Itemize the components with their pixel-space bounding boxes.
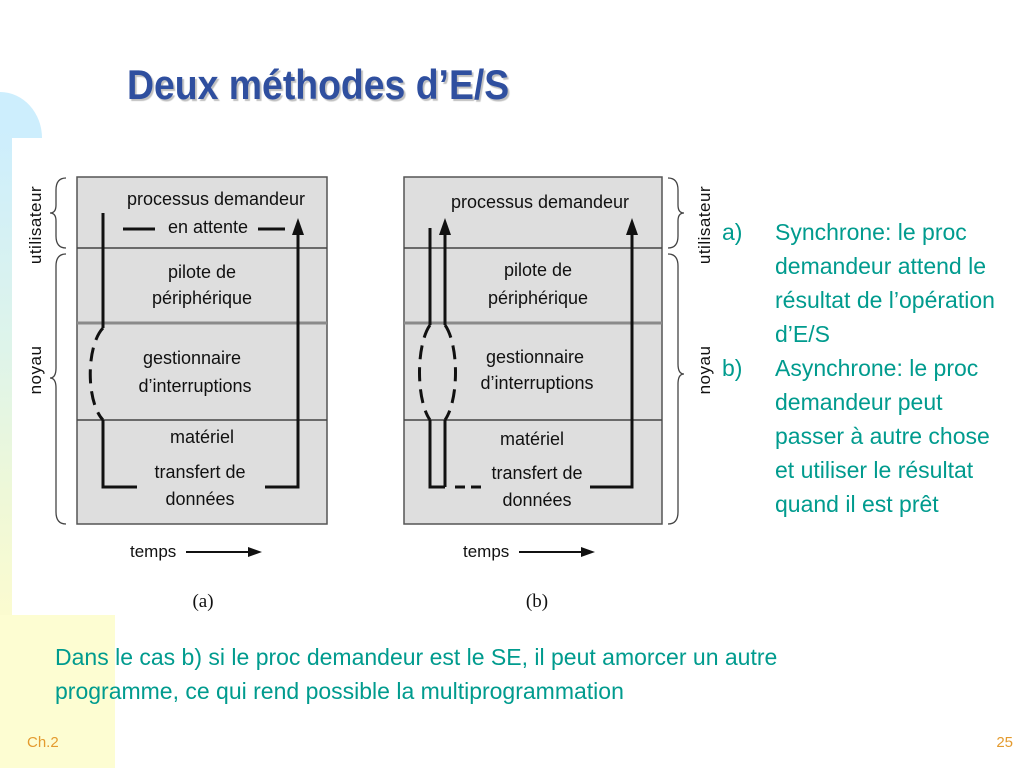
list-item-line: demandeur peut <box>775 389 943 415</box>
note-line: Dans le cas b) si le proc demandeur est … <box>55 644 778 670</box>
right-user-label: utilisateur <box>695 186 714 264</box>
diagram-b: processus demandeur pilote de périphériq… <box>403 176 663 612</box>
diagram-b-hardware-label: matériel <box>500 429 564 449</box>
list-item-line: résultat de l’opération <box>775 287 995 313</box>
list-item-line: passer à autre chose <box>775 423 990 449</box>
diagram-a-transfer-label-1: transfert de <box>154 462 245 482</box>
list-item-asynchronous: b) Asynchrone: le proc demandeur peut pa… <box>722 351 1014 521</box>
diagram-a-transfer-start-line <box>101 420 137 489</box>
slide-title: Deux méthodes d’E/S <box>127 61 510 108</box>
diagram-a-interrupt-dashed-path <box>88 326 105 422</box>
list-item-marker: a) <box>722 219 743 245</box>
diagram-b-caption: (b) <box>526 591 548 612</box>
diagram-a-return-line <box>265 232 300 489</box>
list-item-line: et utiliser le résultat <box>775 457 974 483</box>
diagram-b-transfer-label-1: transfert de <box>491 463 582 483</box>
list-item-line: demandeur attend le <box>775 253 986 279</box>
diagram-a-transfer-label-2: données <box>165 489 234 509</box>
diagram-b-return-line <box>590 232 634 489</box>
list-item-line: Synchrone: le proc <box>775 219 967 245</box>
diagram-b-continue-arrowhead <box>439 218 451 235</box>
diagram-b-time-label: temps <box>463 542 509 561</box>
right-layer-labels: utilisateur noyau <box>667 177 714 525</box>
list-item-line: d’E/S <box>775 321 830 347</box>
right-user-brace <box>667 177 685 249</box>
diagram-a-time-arrowhead <box>248 547 262 557</box>
diagram-a: processus demandeur en attente pilote de… <box>76 176 328 612</box>
left-kernel-brace <box>49 253 67 525</box>
diagram-a-waiting-label: en attente <box>168 217 248 237</box>
footer-chapter: Ch.2 <box>27 734 59 751</box>
list-item-marker: b) <box>722 355 743 381</box>
list-item-line: Asynchrone: le proc <box>775 355 979 381</box>
diagram-b-interrupt-dashed-path-left <box>418 324 432 421</box>
diagram-b-interrupt-dashed-path-right <box>443 324 457 421</box>
diagram-a-process-label: processus demandeur <box>127 189 305 209</box>
right-kernel-label: noyau <box>695 346 714 395</box>
left-user-brace <box>49 177 67 249</box>
multiprogramming-note: Dans le cas b) si le proc demandeur est … <box>55 640 777 708</box>
diagram-a-hardware-label: matériel <box>170 427 234 447</box>
diagram-b-interrupt-label-2: d’interruptions <box>480 373 593 393</box>
diagram-a-interrupt-label-1: gestionnaire <box>143 348 241 368</box>
diagram-a-box <box>76 176 328 525</box>
diagram-b-time-arrowhead <box>581 547 595 557</box>
decorative-bottom-panel <box>0 615 115 768</box>
decorative-left-strip <box>0 130 12 615</box>
note-line: programme, ce qui rend possible la multi… <box>55 678 624 704</box>
diagram-a-caption: (a) <box>192 591 213 612</box>
diagram-b-return-arrowhead <box>626 218 638 235</box>
diagram-a-driver-label-2: périphérique <box>152 288 252 308</box>
diagram-a-return-arrowhead <box>292 218 304 235</box>
list-item-line: quand il est prêt <box>775 491 939 517</box>
diagram-a-driver-label-1: pilote de <box>168 262 236 282</box>
right-kernel-brace <box>667 253 685 525</box>
diagram-a-time-label: temps <box>130 542 176 561</box>
diagram-b-interrupt-label-1: gestionnaire <box>486 347 584 367</box>
list-item-synchronous: a) Synchrone: le proc demandeur attend l… <box>722 215 1014 351</box>
diagram-b-transfer-label-2: données <box>502 490 571 510</box>
diagram-b-driver-label-2: périphérique <box>488 288 588 308</box>
left-kernel-label: noyau <box>26 346 45 395</box>
diagram-b-transfer-start-line <box>428 420 445 489</box>
left-layer-labels: utilisateur noyau <box>26 177 67 525</box>
left-user-label: utilisateur <box>26 186 45 264</box>
io-methods-list: a) Synchrone: le proc demandeur attend l… <box>722 215 1014 521</box>
footer-page-number: 25 <box>996 734 1013 751</box>
diagram-b-driver-label-1: pilote de <box>504 260 572 280</box>
diagram-a-interrupt-label-2: d’interruptions <box>138 376 251 396</box>
diagram-b-process-label: processus demandeur <box>451 192 629 212</box>
